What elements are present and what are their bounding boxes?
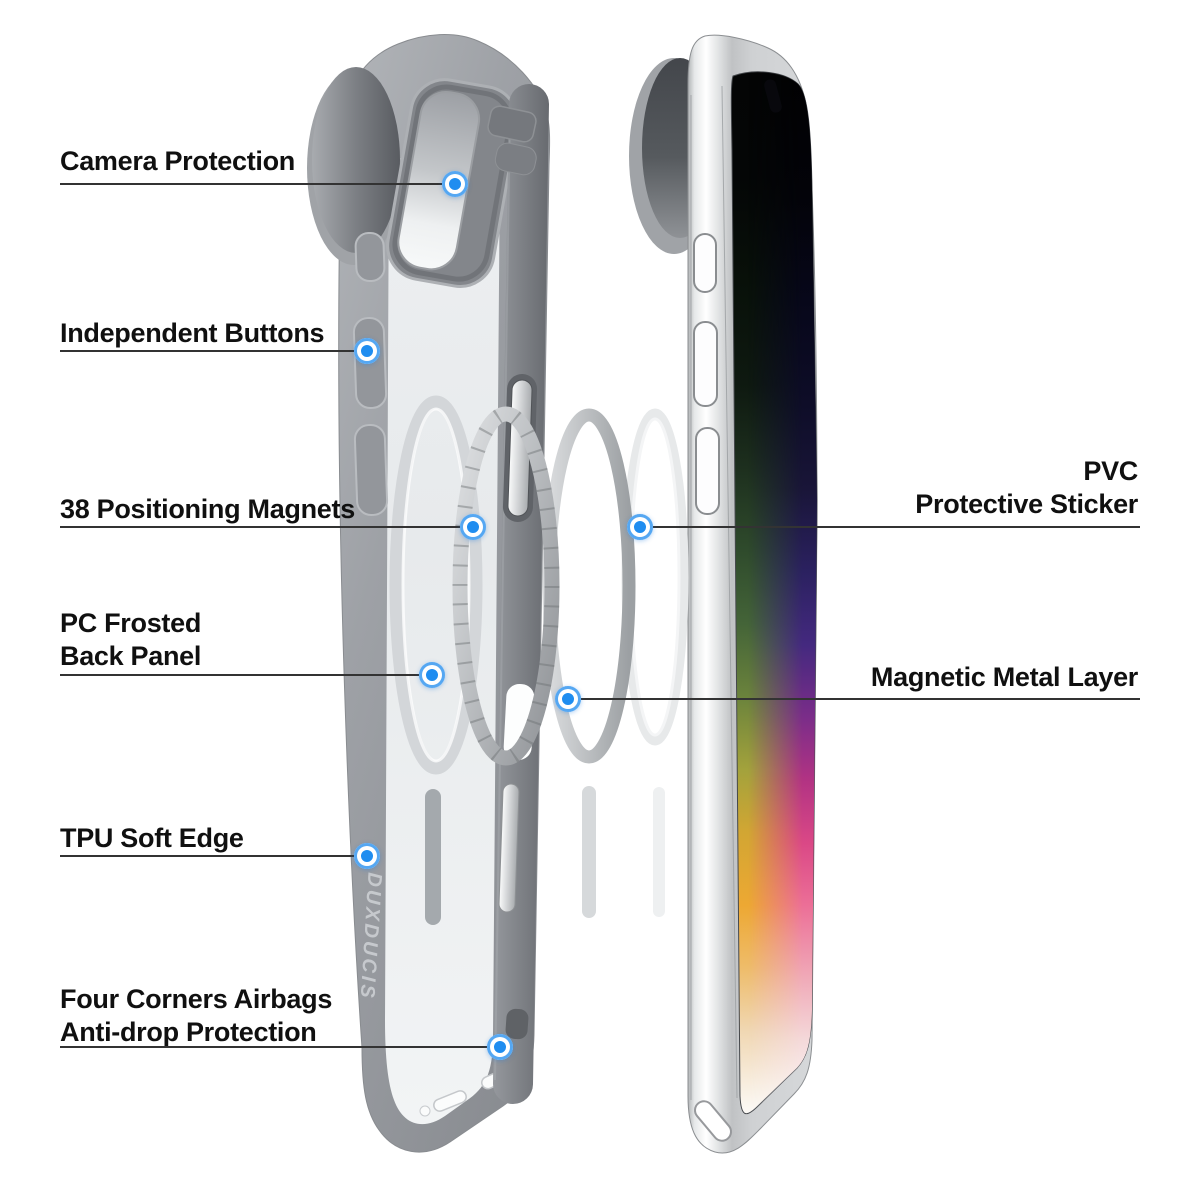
case (307, 34, 551, 1153)
callout-label: TPU Soft Edge (60, 823, 244, 853)
callout-dot-icon (419, 662, 445, 688)
phone-volume-down-button (695, 427, 720, 515)
metal-bottom-bar (582, 786, 596, 918)
case-camera-ring-bump (312, 67, 400, 253)
phone-side-buttons (693, 233, 720, 515)
phone-action-button (693, 233, 717, 293)
magsafe-exploded-parts (452, 406, 689, 918)
magnet-ring-segments (452, 406, 560, 766)
callout-line (60, 674, 432, 676)
phone-volume-up-button (693, 321, 718, 407)
phone-bottom-cutout (694, 1100, 732, 1142)
callout-dot-icon (460, 514, 486, 540)
callout-label: PC Frosted Back Panel (60, 608, 202, 671)
dynamic-island (764, 79, 782, 113)
callout-dot-icon (487, 1034, 513, 1060)
callout-label: 38 Positioning Magnets (60, 494, 355, 524)
pvc-bottom-bar (653, 787, 665, 917)
pvc-sticker-ring-highlight (629, 417, 681, 737)
case-rail-top-tabs (487, 105, 537, 176)
callout-dot-icon (442, 171, 468, 197)
callout-dot-icon (354, 843, 380, 869)
callout-label: Magnetic Metal Layer (870, 662, 1138, 692)
case-bottom-magnet-bar (425, 789, 441, 925)
case-right-rail-highlight (494, 109, 511, 1081)
phone-frame-line-inner (721, 85, 738, 1099)
case-rail-bottom-notch (505, 1008, 529, 1040)
callout-line (60, 350, 367, 352)
callout-dot-icon (354, 338, 380, 364)
case-embossed-ring-highlight (401, 407, 471, 763)
callout-line (640, 526, 1140, 528)
case-frosted-back-panel (385, 158, 500, 1125)
phone-screen-right-tint (731, 71, 817, 1114)
callout-line (60, 855, 367, 857)
callout-line (60, 1046, 500, 1048)
callout-label: Camera Protection (60, 146, 295, 176)
callout-label: Four Corners Airbags Anti-drop Protectio… (60, 984, 333, 1047)
phone (629, 34, 818, 1154)
magnet-ring-base (452, 406, 560, 766)
callout-line (60, 526, 473, 528)
case-rail-lower-pill (498, 783, 520, 913)
callout-line (60, 183, 455, 185)
callout-label: Independent Buttons (60, 318, 325, 348)
case-side-buttons (352, 231, 389, 517)
case-right-rail (493, 84, 549, 1104)
callout-line (568, 698, 1140, 700)
callout-dot-icon (555, 686, 581, 712)
callout-label: PVC Protective Sticker (915, 456, 1138, 519)
case-embossed-magsafe-ring (389, 395, 483, 775)
callout-dot-icon (627, 514, 653, 540)
